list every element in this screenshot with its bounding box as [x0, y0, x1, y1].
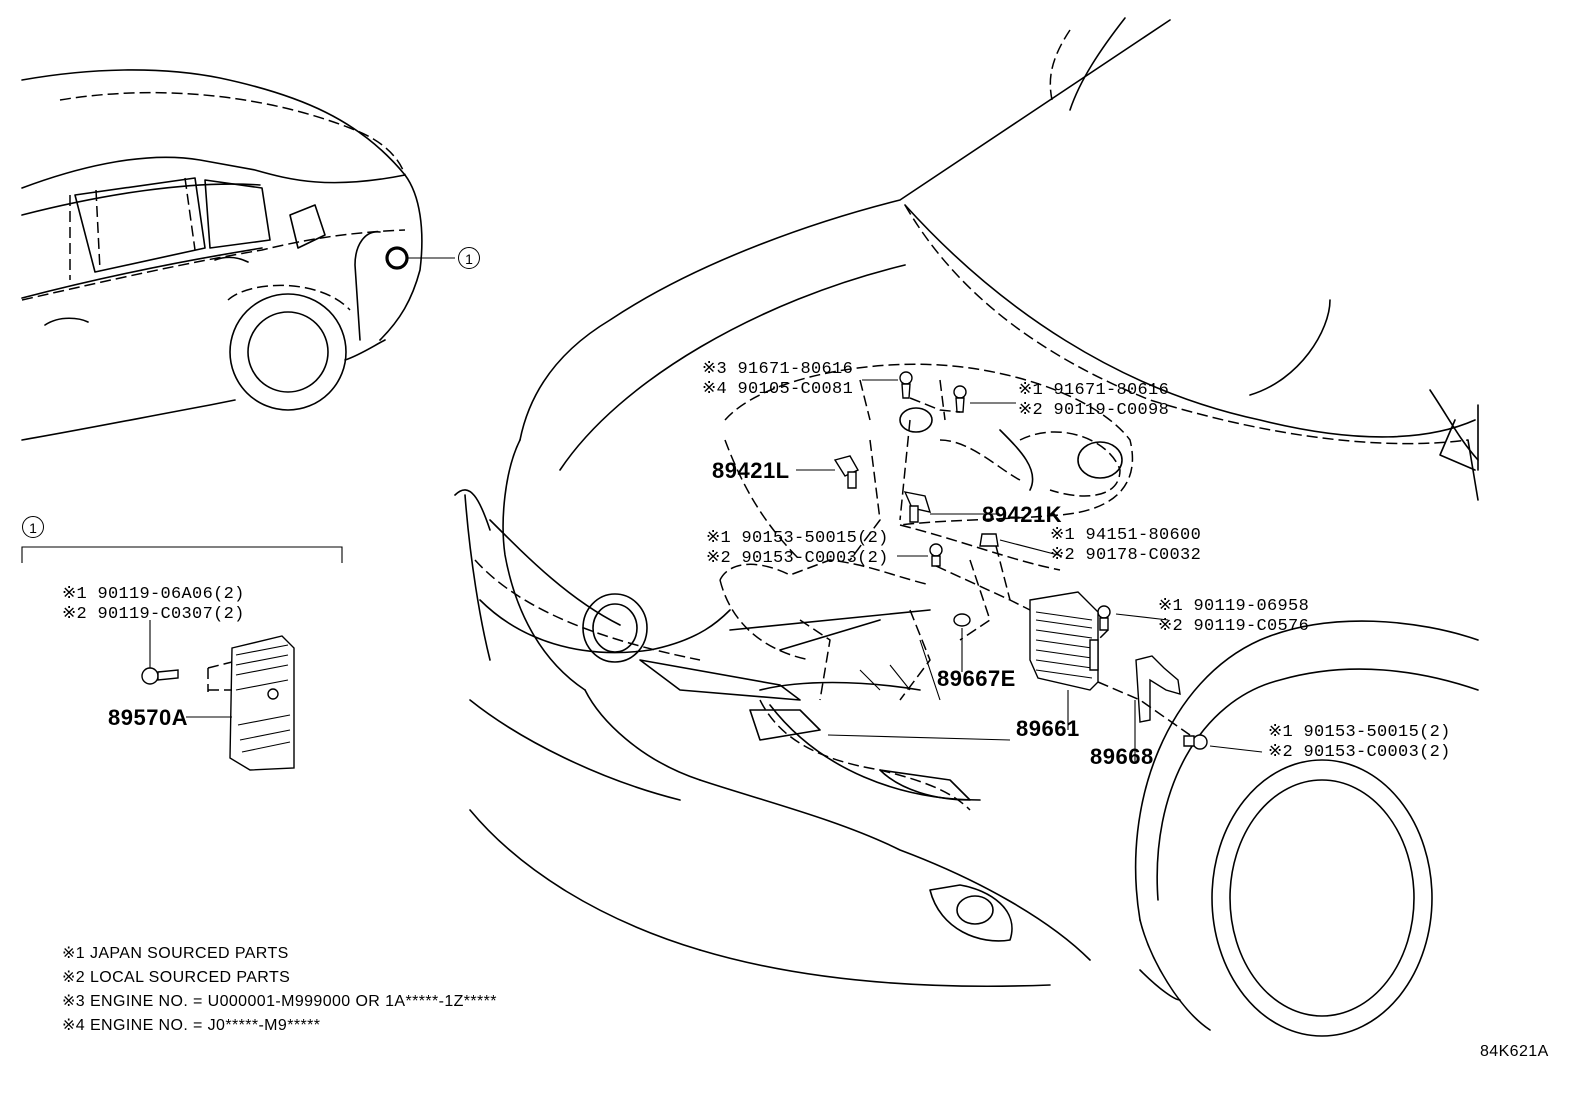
label-bolt-lower-1: ※1 90153-50015(2) [1268, 723, 1451, 742]
callout-marker-section: 1 [22, 516, 44, 538]
label-bolt-ecu-1: ※1 90119-06958 [1158, 597, 1310, 616]
fasteners [833, 371, 1208, 750]
callout-marker-top: 1 [458, 247, 480, 269]
label-bolt-top-right-1: ※1 91671-80616 [1018, 381, 1170, 400]
label-bolt-ecu-2: ※2 90119-C0576 [1158, 617, 1310, 636]
sensor-89421K [903, 491, 932, 523]
label-89667e: 89667E [937, 666, 1016, 691]
bolt-lower [1183, 734, 1208, 750]
label-89668: 89668 [1090, 744, 1154, 769]
label-89421k: 89421K [982, 502, 1063, 527]
label-bolt-lower-2: ※2 90153-C0003(2) [1268, 743, 1451, 762]
legend-note-2: ※2 LOCAL SOURCED PARTS [62, 969, 291, 986]
label-bolt-89570a-1: ※1 90119-06A06(2) [62, 585, 245, 604]
bolt-ecu [1097, 605, 1111, 631]
label-bolt-89570a-2: ※2 90119-C0307(2) [62, 605, 245, 624]
ecu-89661 [1029, 591, 1099, 691]
bolt-mid-left [929, 543, 943, 567]
label-89661: 89661 [1016, 716, 1080, 741]
assembly-lines [909, 397, 1191, 736]
front-car-sketch [454, 17, 1479, 1037]
label-89570a: 89570A [108, 705, 189, 730]
diagram-code: 84K621A [1480, 1043, 1549, 1060]
sensor-89421L [833, 455, 859, 489]
label-bolt-mid-right-1: ※1 94151-80600 [1050, 526, 1202, 545]
bolt-top-right [953, 385, 967, 413]
module-89570A [141, 620, 295, 771]
bolt-top-left [899, 371, 913, 399]
label-bolt-mid-left-1: ※1 90153-50015(2) [706, 529, 889, 548]
label-bolt-mid-left-2: ※2 90153-C0003(2) [706, 549, 889, 568]
label-89421l: 89421L [712, 458, 790, 483]
label-bolt-top-left-1: ※3 91671-80616 [702, 360, 854, 379]
label-bolt-top-left-2: ※4 90105-C0081 [702, 380, 854, 399]
callout-bracket [21, 546, 343, 563]
leader-lines [796, 379, 1263, 762]
legend-note-1: ※1 JAPAN SOURCED PARTS [62, 945, 289, 962]
rear-car-sketch [21, 69, 455, 441]
label-bolt-mid-right-2: ※2 90178-C0032 [1050, 546, 1202, 565]
plug-89667E [953, 613, 971, 627]
engine-bay [719, 363, 1134, 811]
bolt-mid-right [979, 533, 999, 547]
legend-note-4: ※4 ENGINE NO. = J0*****-M9***** [62, 1017, 321, 1034]
label-bolt-top-right-2: ※2 90119-C0098 [1018, 401, 1170, 420]
legend-note-3: ※3 ENGINE NO. = U000001-M999000 OR 1A***… [62, 993, 497, 1010]
